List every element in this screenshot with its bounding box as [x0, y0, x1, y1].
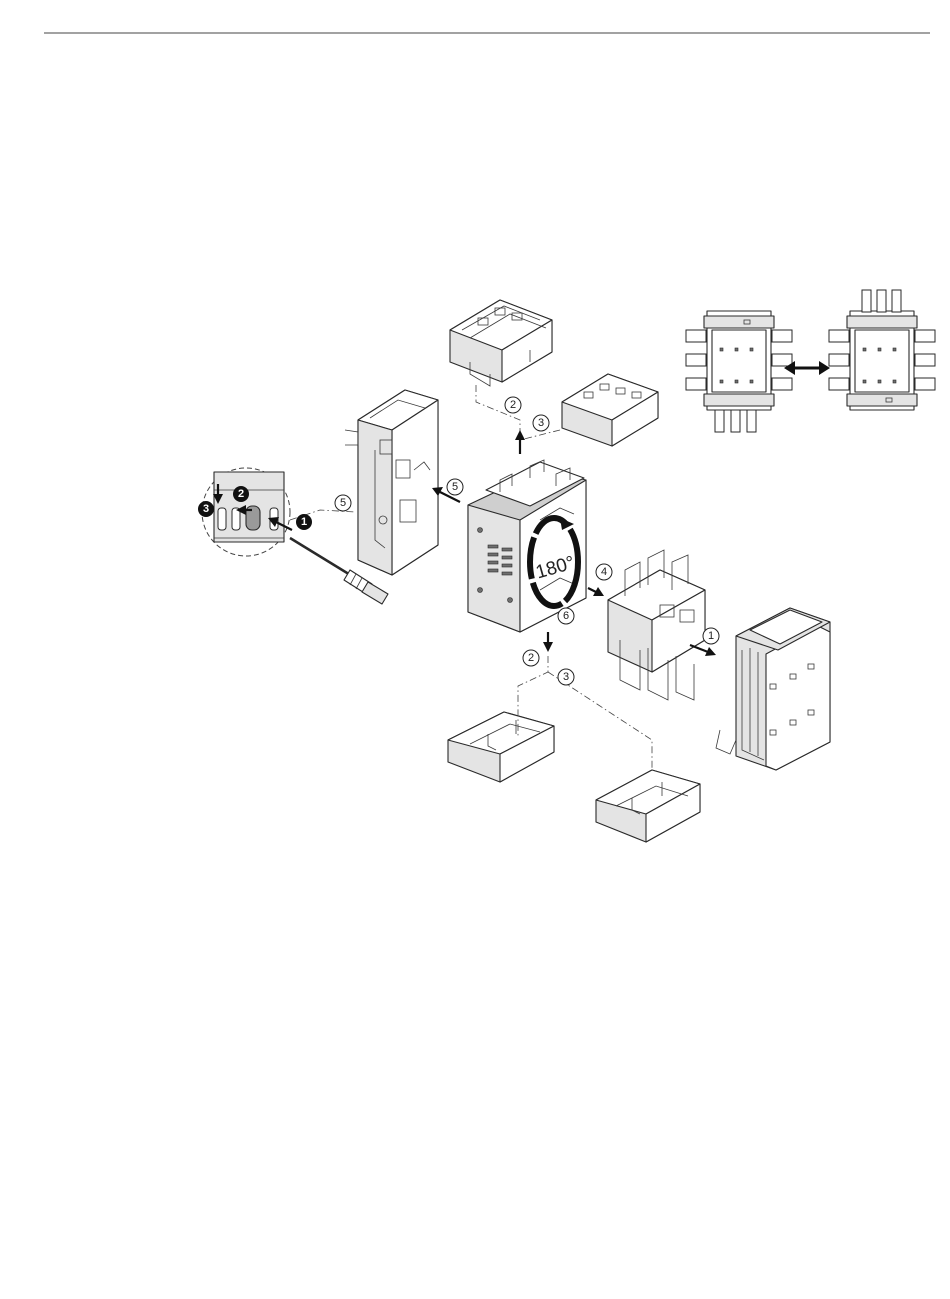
arrow-down-bottom	[543, 632, 553, 652]
top-cover-large	[450, 300, 552, 386]
bottom-cover-right	[596, 770, 700, 842]
orientation-view-left	[686, 311, 792, 432]
orientation-view-right	[829, 290, 935, 410]
step-badge-1: 1	[296, 514, 312, 530]
left-carrier	[345, 390, 438, 575]
arrow-up-top	[515, 430, 525, 454]
callout-2-top: 2	[505, 397, 521, 413]
svg-text:3: 3	[563, 671, 569, 683]
step-badge-3: 3	[198, 501, 214, 517]
leader-bottom-right	[548, 672, 652, 770]
arrow-module-to-cover	[690, 645, 716, 656]
svg-text:6: 6	[563, 610, 569, 622]
right-contact-module	[608, 550, 705, 700]
callout-5-mid: 5	[447, 479, 463, 495]
leader-top-cover	[476, 385, 520, 454]
top-cover-small	[562, 374, 658, 446]
bottom-cover-left	[448, 712, 554, 782]
svg-text:5: 5	[340, 497, 346, 509]
svg-text:4: 4	[601, 566, 607, 578]
callout-5-left: 5	[335, 495, 351, 511]
svg-text:3: 3	[203, 503, 209, 515]
callout-3-top: 3	[533, 415, 549, 431]
svg-text:5: 5	[452, 481, 458, 493]
svg-text:2: 2	[528, 652, 534, 664]
step-badge-2: 2	[233, 486, 249, 502]
callout-4: 4	[596, 564, 612, 580]
leader-top-small	[520, 430, 560, 440]
callout-3-bottom: 3	[558, 669, 574, 685]
svg-text:3: 3	[538, 417, 544, 429]
front-cover	[716, 608, 830, 770]
callout-6: 6	[558, 608, 574, 624]
arrow-base-to-module	[588, 587, 604, 596]
center-base-plate	[468, 460, 586, 632]
svg-text:1: 1	[301, 516, 307, 528]
svg-text:2: 2	[510, 399, 516, 411]
callout-2-bottom: 2	[523, 650, 539, 666]
svg-text:1: 1	[708, 630, 714, 642]
callout-1: 1	[703, 628, 719, 644]
svg-text:2: 2	[238, 488, 244, 500]
